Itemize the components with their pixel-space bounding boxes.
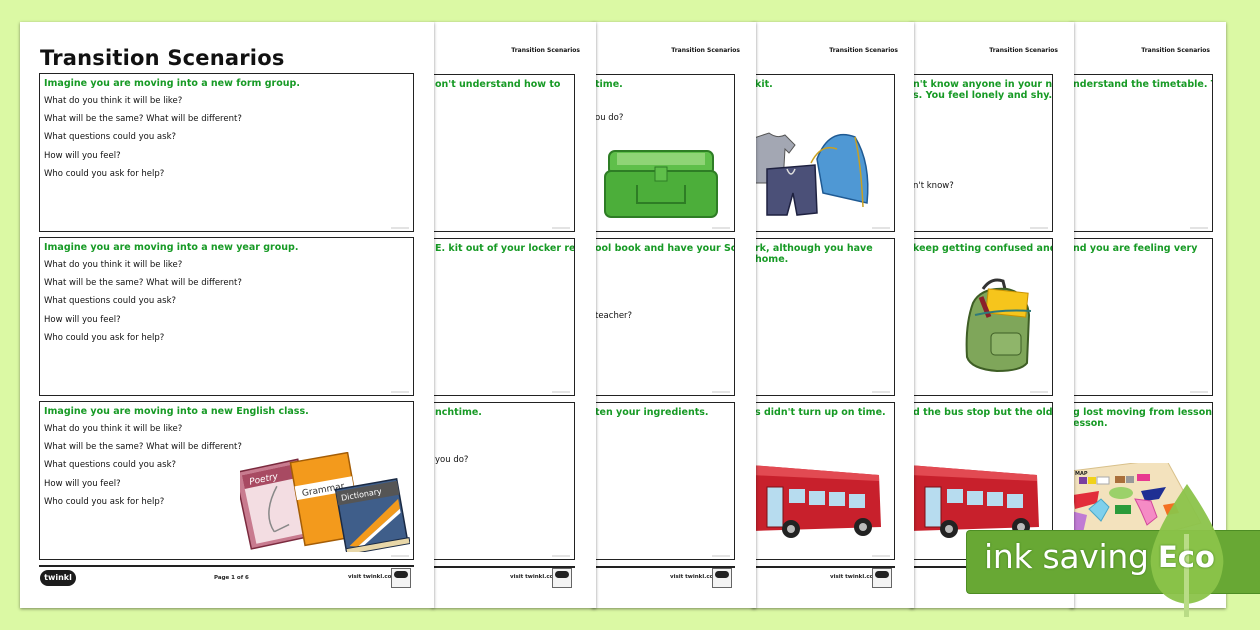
page-header: Transition Scenarios xyxy=(1141,47,1210,54)
badge-icon xyxy=(391,568,411,588)
footer-visit: visit twinkl.com xyxy=(830,574,880,580)
card-title-line2: esson. xyxy=(1073,418,1108,429)
card-question: What do you think it will be like? xyxy=(44,424,183,434)
card-title: d the bus stop but the older xyxy=(913,407,1053,418)
footer-visit: visit twinkl.com xyxy=(348,574,398,580)
scenario-card: s didn't turn up on time. xyxy=(752,402,895,560)
card-question: What will be the same? What will be diff… xyxy=(44,278,242,288)
scenario-card: nderstand the timetable. There xyxy=(1070,74,1213,232)
card-question: n't know? xyxy=(913,181,954,191)
card-title: on't understand how to xyxy=(435,79,561,90)
page-number: Page 1 of 6 xyxy=(214,575,249,581)
scenario-card: ten your ingredients. xyxy=(592,402,735,560)
books-illustration: Poetry Grammar Dictionary xyxy=(240,452,410,552)
card-question: What will be the same? What will be diff… xyxy=(44,442,242,452)
card-question: you do? xyxy=(435,455,469,465)
ink-saving-label: ink saving xyxy=(984,537,1149,576)
page-header: Transition Scenarios xyxy=(511,47,580,54)
twinkl-logo: twinkl xyxy=(40,570,76,586)
badge-icon xyxy=(552,568,572,588)
scenario-card: keep getting confused and xyxy=(910,238,1053,396)
card-question: ou do? xyxy=(595,113,624,123)
card-question: Who could you ask for help? xyxy=(44,497,165,507)
page-1: Transition Scenarios Imagine you are mov… xyxy=(20,22,434,608)
page-3: Transition Scenarios time. ou do? ool bo… xyxy=(592,22,756,608)
card-question: How will you feel? xyxy=(44,315,121,325)
card-question: What do you think it will be like? xyxy=(44,96,183,106)
card-question: Who could you ask for help? xyxy=(44,169,165,179)
card-title: ool book and have your Science xyxy=(595,243,734,254)
card-title: Imagine you are moving into a new form g… xyxy=(44,78,300,89)
backpack-illustration xyxy=(965,278,1032,373)
page-title: Transition Scenarios xyxy=(40,46,285,70)
scenario-card: kit. xyxy=(752,74,895,232)
card-title-line2: home. xyxy=(755,254,789,265)
page-header: Transition Scenarios xyxy=(829,47,898,54)
scenario-card: on't understand how to xyxy=(432,74,575,232)
card-title: E. kit out of your locker ready xyxy=(435,243,575,254)
scenario-card: time. ou do? xyxy=(592,74,735,232)
scenario-card: Imagine you are moving into a new form g… xyxy=(39,73,414,232)
card-title-line2: s. You feel lonely and shy. xyxy=(913,90,1053,101)
eco-label: Eco xyxy=(1158,540,1215,574)
card-title: kit. xyxy=(755,79,773,90)
card-title: Imagine you are moving into a new Englis… xyxy=(44,406,309,417)
footer-visit: visit twinkl.com xyxy=(510,574,560,580)
card-title: nderstand the timetable. There xyxy=(1073,79,1212,90)
card-question: What questions could you ask? xyxy=(44,296,176,306)
scenario-card: ool book and have your Science teacher? xyxy=(592,238,735,396)
card-title: n't know anyone in your new xyxy=(913,79,1053,90)
bus-illustration xyxy=(910,465,1039,538)
scenario-card: rk, although you have home. xyxy=(752,238,895,396)
badge-icon xyxy=(712,568,732,588)
scenario-card: Imagine you are moving into a new year g… xyxy=(39,237,414,396)
badge-icon xyxy=(872,568,892,588)
card-question: What questions could you ask? xyxy=(44,460,176,470)
card-title: time. xyxy=(595,79,623,90)
card-question: How will you feel? xyxy=(44,479,121,489)
card-question: What will be the same? What will be diff… xyxy=(44,114,242,124)
page-header: Transition Scenarios xyxy=(671,47,740,54)
svg-text:MAP: MAP xyxy=(1075,471,1088,477)
page-2: Transition Scenarios on't understand how… xyxy=(432,22,596,608)
card-question: teacher? xyxy=(595,311,633,321)
card-title: nd you are feeling very xyxy=(1073,243,1198,254)
card-question: What questions could you ask? xyxy=(44,132,176,142)
card-question: Who could you ask for help? xyxy=(44,333,165,343)
scenario-card: n't know anyone in your new s. You feel … xyxy=(910,74,1053,232)
footer-visit: visit twinkl.com xyxy=(670,574,720,580)
card-title: ten your ingredients. xyxy=(595,407,709,418)
scenario-card: E. kit out of your locker ready xyxy=(432,238,575,396)
card-title: g lost moving from lesson to xyxy=(1073,407,1213,418)
card-title: nchtime. xyxy=(435,407,482,418)
card-question: What do you think it will be like? xyxy=(44,260,183,270)
card-title: rk, although you have xyxy=(755,243,873,254)
leaf-icon xyxy=(1150,484,1224,617)
card-question: How will you feel? xyxy=(44,151,121,161)
card-title: s didn't turn up on time. xyxy=(755,407,886,418)
lunchbox-illustration xyxy=(604,150,718,218)
bus-illustration xyxy=(752,465,881,538)
scenario-card: Imagine you are moving into a new Englis… xyxy=(39,401,414,560)
card-title: Imagine you are moving into a new year g… xyxy=(44,242,299,253)
page-header: Transition Scenarios xyxy=(989,47,1058,54)
pe-kit-illustration xyxy=(752,132,869,216)
scenario-card: nchtime. you do? xyxy=(432,402,575,560)
card-title: keep getting confused and xyxy=(913,243,1053,254)
scenario-card: nd you are feeling very xyxy=(1070,238,1213,396)
page-5: Transition Scenarios n't know anyone in … xyxy=(910,22,1074,608)
page-4: Transition Scenarios kit. rk, although y… xyxy=(752,22,914,608)
